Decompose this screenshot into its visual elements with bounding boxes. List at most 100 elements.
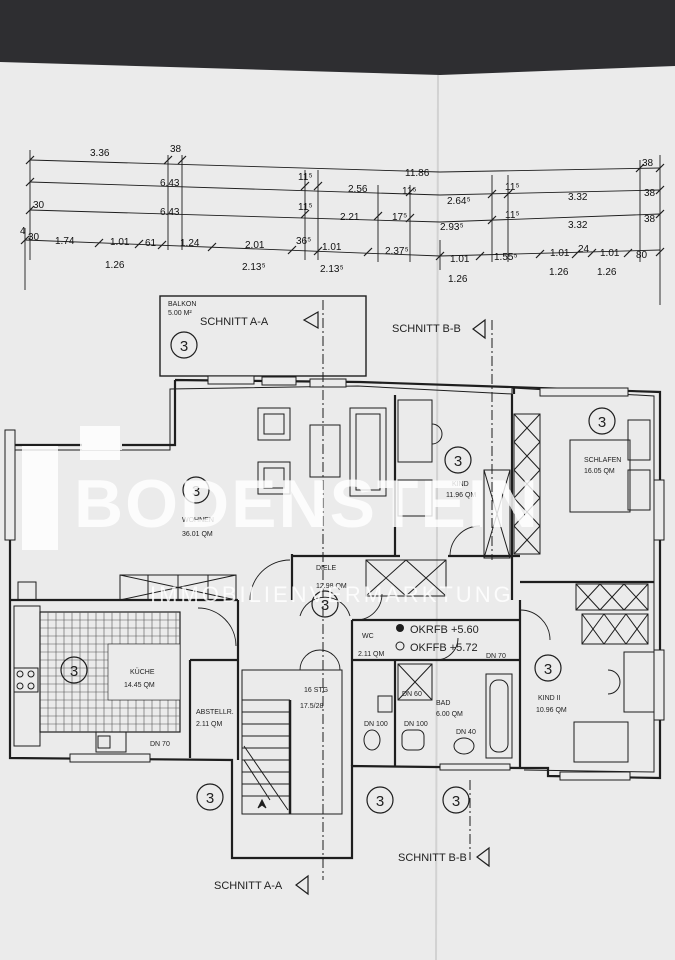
dim-label: 2.64⁵ <box>447 196 471 207</box>
room-area-schlafen: 16.05 QM <box>584 468 615 475</box>
watermark-logo-icon <box>22 426 120 550</box>
svg-text:3: 3 <box>376 793 384 810</box>
dim-label: 4 <box>20 226 26 237</box>
dim-label: 3.36 <box>90 148 110 159</box>
door-swings <box>197 525 551 671</box>
dim-label: 3.32 <box>568 220 588 231</box>
room-area-balkon: 5.00 M² <box>168 310 192 317</box>
section-label-bb-bottom: SCHNITT B-B <box>398 852 467 864</box>
section-labels: SCHNITT A-A SCHNITT B-B SCHNITT A-A SCHN… <box>200 316 467 892</box>
section-label-aa-bottom: SCHNITT A-A <box>214 880 283 892</box>
dim-label: 1.26 <box>448 274 468 285</box>
dim-label: 1.01 <box>110 237 130 248</box>
level-okrfb: OKRFB +5.60 <box>410 624 479 636</box>
svg-text:3: 3 <box>70 663 78 680</box>
dim-label: 24 <box>578 244 590 255</box>
marker-circle: 3 <box>588 407 616 435</box>
kitchen-counter <box>13 574 237 753</box>
svg-text:3: 3 <box>544 661 552 678</box>
svg-text:3: 3 <box>321 597 329 614</box>
dim-label: 30 <box>28 232 40 243</box>
dimension-labels: 3.36 38 11.86 38 6.43 11⁵ 2.56 11⁵ 2.64⁵… <box>20 144 656 285</box>
marker-circle: 3 <box>311 590 339 618</box>
section-label-aa-top: SCHNITT A-A <box>200 316 269 328</box>
dim-label: 2.21 <box>340 212 360 223</box>
paper-sheet <box>0 62 675 960</box>
kitchen-tiles <box>39 611 181 733</box>
dim-label: 80 <box>636 250 648 261</box>
marker-circle: 3 <box>444 446 472 474</box>
stair-ratio: 17.5/28 <box>300 703 323 710</box>
svg-text:3: 3 <box>192 483 200 500</box>
dim-label: 11⁵ <box>402 186 417 197</box>
dim-label: 2.93⁵ <box>440 222 464 233</box>
dim-label: 1.01 <box>550 248 570 259</box>
dimension-ticks <box>20 155 665 261</box>
diele-furniture <box>365 559 447 597</box>
dim-label: 2.01 <box>245 240 265 251</box>
level-markers <box>395 624 405 651</box>
room-area-wohnen: 36.01 QM <box>182 531 213 538</box>
marker-circle: 3 <box>534 654 562 682</box>
room-name-kind: KIND <box>452 481 469 488</box>
dim-label: 38 <box>170 144 182 155</box>
stair-steps: 16 STG <box>304 687 328 694</box>
section-lines <box>322 300 493 880</box>
room-area-bad: 6.00 QM <box>436 711 463 718</box>
level-labels: OKRFB +5.60 OKFFB +5.72 <box>410 624 479 654</box>
room-labels: BALKON 5.00 M² WOHNEN 36.01 QM KIND 11.9… <box>124 301 621 728</box>
dim-label: 38 <box>644 188 656 199</box>
dim-label: 1.55⁵ <box>494 252 518 263</box>
dim-label: 1.24 <box>180 238 200 249</box>
svg-text:3: 3 <box>180 338 188 355</box>
room-name-wc: WC <box>362 633 374 640</box>
room-name-kind2: KIND II <box>538 695 561 702</box>
section-label-bb-top: SCHNITT B-B <box>392 323 461 335</box>
dim-label: 1.01 <box>322 242 342 253</box>
room-area-wc: 2.11 QM <box>358 651 384 658</box>
dim-label: 6.43 <box>160 178 180 189</box>
dim-label: 2.13⁵ <box>320 264 344 275</box>
dim-label: 2.56 <box>348 184 368 195</box>
room-area-diele: 12.98 QM <box>316 583 347 590</box>
dim-label: 1.26 <box>597 267 617 278</box>
door-label: DN 60 <box>402 691 422 698</box>
dim-label: 36⁵ <box>296 236 311 247</box>
dim-label: 2.37⁵ <box>385 246 409 257</box>
stair-labels: 16 STG 17.5/28 <box>300 687 328 710</box>
dim-label: 11⁵ <box>505 182 520 193</box>
bedroom-furniture <box>483 413 651 559</box>
room-area-abstell: 2.11 QM <box>196 721 222 728</box>
living-furniture <box>257 399 443 517</box>
dim-label: 61 <box>145 238 157 249</box>
svg-text:3: 3 <box>598 414 606 431</box>
svg-text:3: 3 <box>206 790 214 807</box>
marker-circle: 3 <box>182 476 210 504</box>
door-label: DN 100 <box>404 721 428 728</box>
door-label: DN 40 <box>456 729 476 736</box>
room-name-kueche: KÜCHE <box>130 668 155 676</box>
room-name-schlafen: SCHLAFEN <box>584 457 621 464</box>
marker-circle: 3 <box>366 786 394 814</box>
dim-label: 1.01 <box>450 254 470 265</box>
marker-circle: 3 <box>170 331 198 359</box>
dim-label: 38 <box>644 214 656 225</box>
dim-label: 1.74 <box>55 236 75 247</box>
door-label: DN 100 <box>364 721 388 728</box>
marker-circle: 3 <box>196 783 224 811</box>
room-area-kueche: 14.45 QM <box>124 682 155 689</box>
paper-fold <box>435 74 439 960</box>
room-area-kind: 11.96 QM <box>446 492 476 499</box>
dim-label: 3.32 <box>568 192 588 203</box>
door-label: DN 70 <box>150 741 170 748</box>
room-name-bad: BAD <box>436 700 450 707</box>
svg-text:3: 3 <box>454 453 462 470</box>
dim-label: 2.13⁵ <box>242 262 266 273</box>
door-label: DN 70 <box>486 653 506 660</box>
section-arrows <box>295 310 490 896</box>
dim-label: 6.43 <box>160 207 180 218</box>
room-name-balkon: BALKON <box>168 301 196 308</box>
dim-label: 11⁵ <box>298 172 313 183</box>
